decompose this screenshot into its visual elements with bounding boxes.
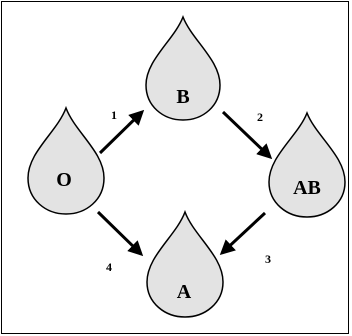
drop-o: O	[27, 105, 105, 215]
drop-b: B	[145, 14, 221, 121]
arrow-b-to-ab	[221, 110, 273, 160]
step-label-2: 2	[257, 110, 263, 124]
drop-a-shape	[146, 209, 224, 318]
step-label-1: 1	[111, 108, 117, 122]
drop-ab-label: AB	[293, 177, 321, 199]
step-label-4: 4	[106, 260, 112, 274]
drop-o-shape	[27, 105, 105, 215]
step-label-3: 3	[265, 252, 271, 266]
drop-o-label: O	[56, 169, 72, 191]
drop-ab-shape	[268, 110, 346, 218]
arrow-o-to-a	[96, 210, 144, 257]
drop-b-label: B	[176, 86, 189, 108]
drop-b-shape	[145, 14, 221, 121]
drop-a: A	[146, 209, 224, 318]
drop-a-label: A	[177, 281, 192, 303]
arrow-o-to-b	[98, 109, 145, 155]
arrow-ab-to-a	[219, 211, 267, 256]
drop-ab: AB	[268, 110, 346, 218]
